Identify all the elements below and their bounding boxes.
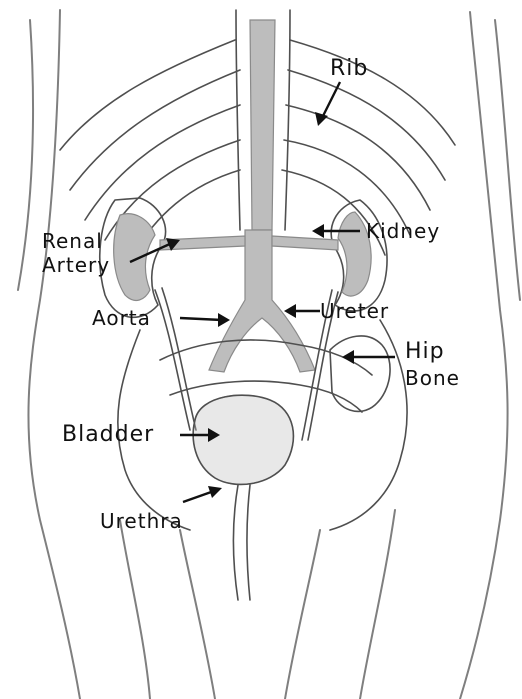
label-artery: Artery: [42, 253, 110, 277]
legs: [120, 510, 395, 699]
label-urethra: Urethra: [100, 509, 183, 533]
label-hip: Hip: [405, 339, 445, 364]
label-ureter: Ureter: [320, 299, 389, 323]
aorta-arrow: [180, 318, 222, 320]
urethra: [234, 485, 251, 600]
label-kidney: Kidney: [366, 219, 440, 243]
rib-arrow: [322, 82, 340, 118]
label-aorta: Aorta: [92, 306, 151, 330]
label-bone: Bone: [405, 366, 460, 390]
urethra-arrow: [183, 491, 214, 502]
kidney-right: [331, 200, 387, 311]
label-bladder: Bladder: [62, 422, 154, 447]
label-rib: Rib: [330, 56, 368, 81]
label-renal: Renal: [42, 229, 103, 253]
aorta: [160, 230, 338, 372]
